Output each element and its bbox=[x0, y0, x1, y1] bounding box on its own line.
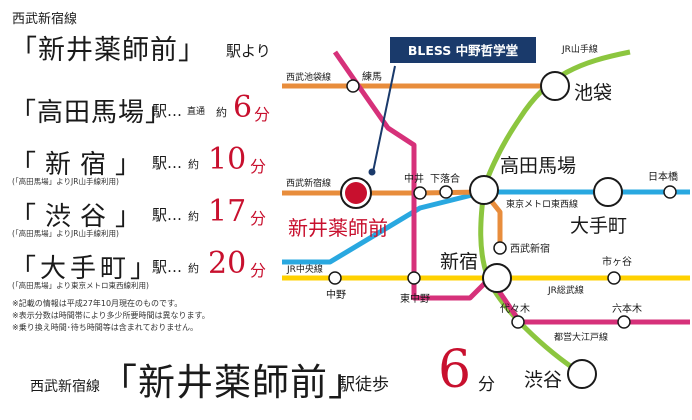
route-eki: 駅… bbox=[152, 154, 183, 172]
label-yamanote-line: JR山手線 bbox=[561, 43, 598, 55]
route-station: 「高田馬場」 bbox=[10, 98, 173, 128]
disclaimer-line: ※記載の情報は平成27年10月現在のものです。 bbox=[12, 299, 183, 308]
station-ikebukuro-marker bbox=[540, 71, 570, 101]
origin-station-name: 「新井薬師前」 bbox=[10, 35, 206, 66]
route-note: (「高田馬場」より東京メトロ東西線利用) bbox=[12, 281, 149, 290]
station-nakai-label: 中井 bbox=[404, 172, 424, 185]
home-station-marker bbox=[345, 182, 367, 204]
headline-station: 「新井薬師前」 bbox=[100, 361, 366, 404]
label-sobu-line: JR総武線 bbox=[547, 284, 584, 296]
station-nakano-label: 中野 bbox=[326, 288, 346, 301]
route-approx: 約 bbox=[188, 262, 199, 275]
callout-text: BLESS 中野哲学堂 bbox=[408, 43, 518, 58]
station-ichigaya-marker bbox=[607, 271, 621, 285]
route-row-shibuya: 「渋谷」 駅… 約 17 分 (「高田馬場」よりJR山手線利用) bbox=[10, 194, 272, 248]
disclaimer-line: ※乗り換え時間･待ち時間等は含まれておりません。 bbox=[12, 323, 198, 332]
route-minutes: 10 bbox=[208, 142, 247, 177]
station-nihonbashi-marker bbox=[663, 185, 677, 199]
route-unit: 分 bbox=[250, 261, 267, 280]
station-shinjuku-label: 新宿 bbox=[440, 251, 478, 273]
label-seibu-shinjuku-line: 西武新宿線 bbox=[286, 177, 331, 189]
oedo-line bbox=[332, 50, 690, 325]
route-unit: 分 bbox=[250, 157, 267, 176]
home-station-label: 新井薬師前 bbox=[288, 216, 388, 240]
callout-box bbox=[390, 37, 536, 63]
route-minutes: 20 bbox=[208, 246, 247, 281]
station-otemachi-marker bbox=[593, 177, 623, 207]
label-seibu-ikebukuro-line: 西武池袋線 bbox=[286, 71, 331, 83]
station-nerima-marker bbox=[346, 79, 360, 93]
route-unit: 分 bbox=[254, 105, 271, 124]
callout-dot bbox=[368, 168, 376, 176]
station-shinjuku-marker bbox=[482, 263, 512, 293]
station-nakai-marker bbox=[413, 186, 427, 200]
station-nakano-marker bbox=[328, 271, 342, 285]
headline-unit: 分 bbox=[478, 375, 495, 395]
route-row-takadanobaba: 「高田馬場」 駅… 直通 約 6 分 bbox=[10, 90, 272, 144]
station-takadanobaba-marker bbox=[469, 175, 499, 205]
station-roppongi-marker bbox=[617, 315, 631, 329]
label-chuo-line: JR中央線 bbox=[286, 263, 323, 275]
callout-pointer bbox=[372, 65, 396, 173]
station-ichigaya-label: 市ヶ谷 bbox=[602, 255, 632, 268]
station-higashinakano-label: 東中野 bbox=[400, 292, 430, 305]
route-approx: 約 bbox=[188, 158, 199, 171]
route-eki: 駅… bbox=[152, 102, 183, 120]
route-note: (「高田馬場」よりJR山手線利用) bbox=[12, 177, 119, 186]
route-minutes: 6 bbox=[233, 90, 253, 125]
label-oedo-line: 都営大江戸線 bbox=[554, 331, 608, 343]
route-note: (「高田馬場」よりJR山手線利用) bbox=[12, 229, 119, 238]
station-nihonbashi-label: 日本橋 bbox=[648, 170, 678, 183]
station-higashinakano-marker bbox=[407, 271, 421, 285]
station-roppongi-label: 六本木 bbox=[612, 302, 642, 315]
station-shimoochiai-marker bbox=[439, 185, 453, 199]
route-minutes: 17 bbox=[208, 194, 247, 229]
station-shibuya-marker bbox=[567, 359, 597, 389]
route-direct: 直通 bbox=[187, 107, 206, 117]
headline-suffix: 駅徒歩 bbox=[338, 375, 389, 395]
route-approx: 約 bbox=[188, 210, 199, 223]
route-row-otemachi: 「大手町」 駅… 約 20 分 (「高田馬場」より東京メトロ東西線利用) bbox=[10, 246, 272, 300]
label-tozai-line: 東京メトロ東西線 bbox=[506, 198, 578, 210]
route-eki: 駅… bbox=[152, 206, 183, 224]
route-row-shinjuku: 「新宿」 駅… 約 10 分 (「高田馬場」よりJR山手線利用) bbox=[10, 142, 272, 196]
station-ikebukuro-label: 池袋 bbox=[574, 82, 612, 104]
line-label: 西武新宿線 bbox=[12, 12, 78, 27]
route-station: 「大手町」 bbox=[10, 254, 161, 284]
route-station: 「新宿」 bbox=[10, 150, 151, 180]
station-shimoochiai-label: 下落合 bbox=[430, 172, 460, 185]
tozai-line bbox=[282, 189, 690, 265]
station-yoyogi-label: 代々木 bbox=[500, 303, 530, 315]
station-seibushinjuku-marker bbox=[493, 241, 507, 255]
station-seibushinjuku-label: 西武新宿 bbox=[510, 242, 550, 255]
route-unit: 分 bbox=[250, 209, 267, 228]
headline-line: 西武新宿線 bbox=[30, 379, 100, 395]
route-approx: 約 bbox=[216, 106, 227, 119]
route-eki: 駅… bbox=[152, 258, 183, 276]
station-nerima-label: 練馬 bbox=[362, 70, 382, 83]
station-takadanobaba-label: 高田馬場 bbox=[500, 155, 576, 177]
disclaimer-notes: ※記載の情報は平成27年10月現在のものです。 ※表示分数は時間帯により多少所要… bbox=[12, 298, 210, 334]
station-otemachi-label: 大手町 bbox=[570, 215, 627, 237]
origin-suffix: 駅より bbox=[226, 42, 271, 60]
headline-minutes: 6 bbox=[438, 340, 472, 400]
route-station: 「渋谷」 bbox=[10, 202, 151, 232]
station-shibuya-label: 渋谷 bbox=[524, 369, 562, 391]
station-yoyogi-marker bbox=[511, 315, 525, 329]
disclaimer-line: ※表示分数は時間帯により多少所要時間は異なります。 bbox=[12, 311, 210, 320]
